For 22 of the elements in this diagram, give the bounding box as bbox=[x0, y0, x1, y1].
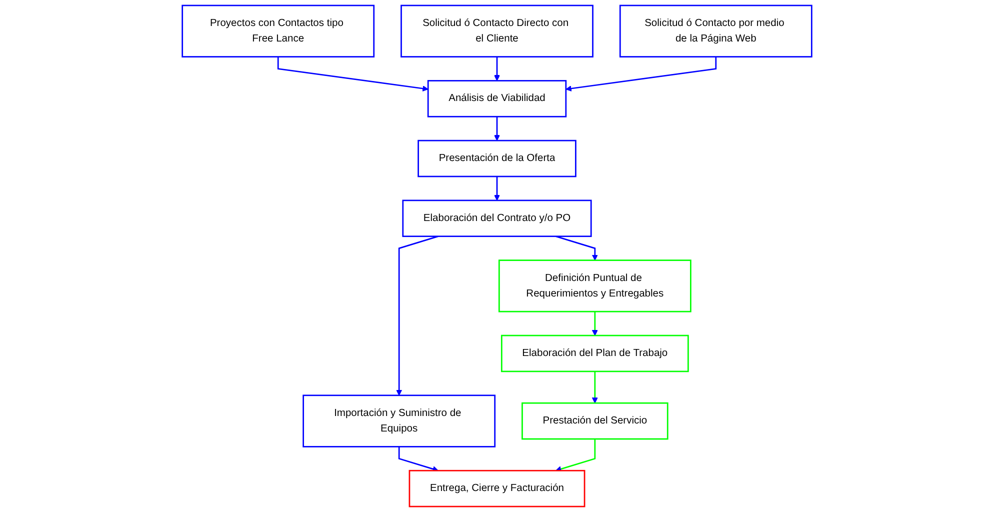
arrow bbox=[396, 236, 438, 396]
arrow bbox=[566, 56, 717, 92]
arrow bbox=[494, 56, 500, 81]
arrow bbox=[592, 312, 598, 336]
arrow bbox=[556, 236, 598, 261]
arrow bbox=[494, 116, 500, 141]
node-box: Elaboración del Plan de Trabajo bbox=[500, 334, 689, 372]
node-box: Proyectos con Contactos tipo Free Lance bbox=[182, 4, 375, 58]
node-box: Análisis de Viabilidad bbox=[427, 80, 567, 118]
arrow bbox=[555, 438, 596, 472]
node-box: Solicitud ó Contacto por medio de la Página Web bbox=[619, 4, 812, 58]
node-box: Importación y Suministro de Equipos bbox=[302, 394, 496, 448]
node-box: Definición Puntual de Requerimientos y Entregables bbox=[498, 260, 692, 312]
node-box: Elaboración del Contrato y/o PO bbox=[402, 200, 592, 238]
node-box: Prestación del Servicio bbox=[522, 402, 668, 440]
arrow bbox=[592, 371, 598, 404]
node-box: Entrega, Cierre y Facturación bbox=[408, 470, 586, 508]
node-box: Solicitud ó Contacto Directo con el Cliente bbox=[400, 4, 594, 58]
node-box: Presentación de la Oferta bbox=[418, 140, 576, 178]
arrow bbox=[398, 446, 439, 472]
arrow bbox=[277, 56, 428, 92]
arrow bbox=[494, 176, 500, 201]
